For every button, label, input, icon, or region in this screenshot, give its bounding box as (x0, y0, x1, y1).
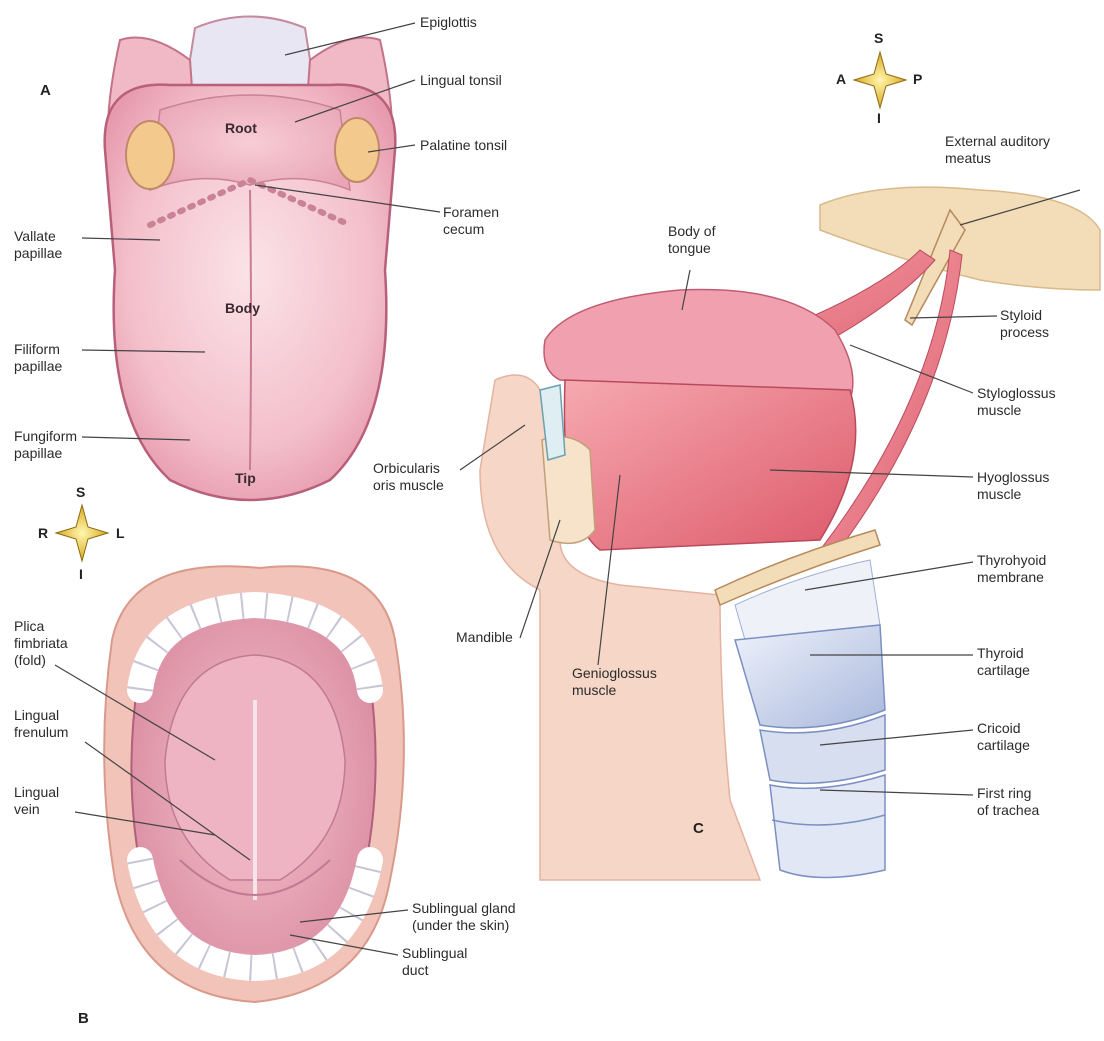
label-body-of-tongue: Body of tongue (668, 223, 715, 257)
region-tip: Tip (235, 470, 256, 486)
median-sulcus (250, 190, 251, 470)
label-genioglossus-muscle: Genioglossus muscle (572, 665, 657, 699)
panel-label-c: C (693, 820, 704, 837)
label-first-ring-trachea: First ring of trachea (977, 785, 1039, 819)
label-palatine-tonsil: Palatine tonsil (420, 137, 507, 154)
label-hyoglossus-muscle: Hyoglossus muscle (977, 469, 1049, 503)
label-lingual-vein: Lingual vein (14, 784, 59, 818)
panel-b-open-mouth (104, 566, 404, 1002)
label-foramen-cecum: Foramen cecum (443, 204, 499, 238)
tongue-root-shape (150, 95, 350, 190)
compass-a-i: I (79, 566, 83, 582)
panel-a-tongue-dorsum (105, 17, 396, 501)
compass-star-c (854, 52, 906, 108)
label-mandible: Mandible (456, 629, 513, 646)
label-orbicularis-oris: Orbicularis oris muscle (373, 460, 444, 494)
compass-c-p: P (913, 71, 922, 87)
thyroid-cartilage-shape (735, 625, 885, 728)
tongue-muscle-mass (564, 380, 855, 550)
label-external-auditory-meatus: External auditory meatus (945, 133, 1050, 167)
label-plica-fimbriata: Plica fimbriata (fold) (14, 618, 68, 669)
label-cricoid-cartilage: Cricoid cartilage (977, 720, 1030, 754)
panel-label-b: B (78, 1010, 89, 1027)
label-sublingual-gland: Sublingual gland (under the skin) (412, 900, 516, 934)
label-thyroid-cartilage: Thyroid cartilage (977, 645, 1030, 679)
compass-a-s: S (76, 484, 85, 500)
label-styloglossus-muscle: Styloglossus muscle (977, 385, 1056, 419)
label-fungiform-papillae: Fungiform papillae (14, 428, 77, 462)
region-root: Root (225, 120, 257, 136)
label-sublingual-duct: Sublingual duct (402, 945, 467, 979)
compass-a-l: L (116, 525, 125, 541)
label-lingual-tonsil: Lingual tonsil (420, 72, 502, 89)
compass-c-s: S (874, 30, 883, 46)
compass-star-a (56, 505, 108, 561)
label-filiform-papillae: Filiform papillae (14, 341, 62, 375)
compass-c-i: I (877, 110, 881, 126)
panel-c-lateral-view (480, 187, 1100, 880)
label-vallate-papillae: Vallate papillae (14, 228, 62, 262)
label-styloid-process: Styloid process (1000, 307, 1049, 341)
left-palatine-tonsil (126, 121, 174, 189)
compass-c-a: A (836, 71, 846, 87)
label-epiglottis: Epiglottis (420, 14, 477, 31)
panel-label-a: A (40, 82, 51, 99)
label-lingual-frenulum: Lingual frenulum (14, 707, 68, 741)
label-thyrohyoid-membrane: Thyrohyoid membrane (977, 552, 1046, 586)
right-palatine-tonsil (335, 118, 379, 182)
compass-a-r: R (38, 525, 48, 541)
region-body: Body (225, 300, 260, 316)
